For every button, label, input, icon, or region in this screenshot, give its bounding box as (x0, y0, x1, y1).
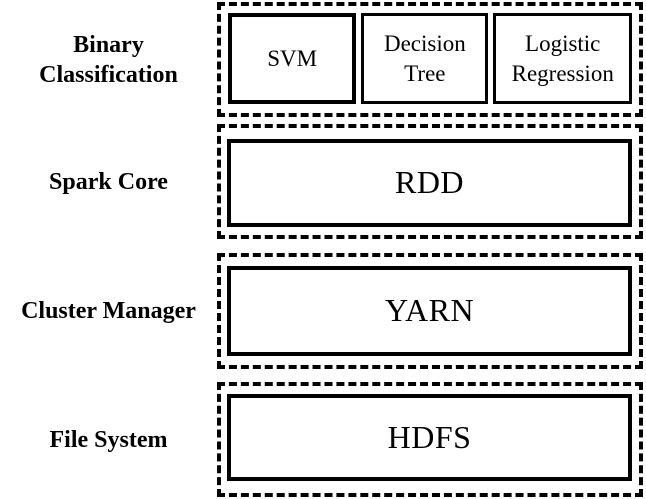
decision-tree-box: Decision Tree (361, 13, 489, 104)
row-label-file-system: File System (49, 426, 168, 453)
yarn-box: YARN (227, 266, 632, 356)
spark-core-group: RDD (217, 124, 643, 239)
rdd-box: RDD (227, 139, 632, 227)
svm-box: SVM (228, 13, 357, 104)
row-label-spark-core: Spark Core (49, 168, 168, 195)
logistic-regression-box: Logistic Regression (493, 13, 632, 104)
row-label-binary-classification: Binary Classification (39, 31, 178, 88)
hdfs-box: HDFS (227, 394, 632, 481)
file-system-group: HDFS (217, 382, 643, 497)
row-label-cluster-manager: Cluster Manager (21, 298, 196, 324)
cluster-manager-group: YARN (217, 253, 643, 369)
binary-classification-group: SVM Decision Tree Logistic Regression (217, 2, 643, 117)
